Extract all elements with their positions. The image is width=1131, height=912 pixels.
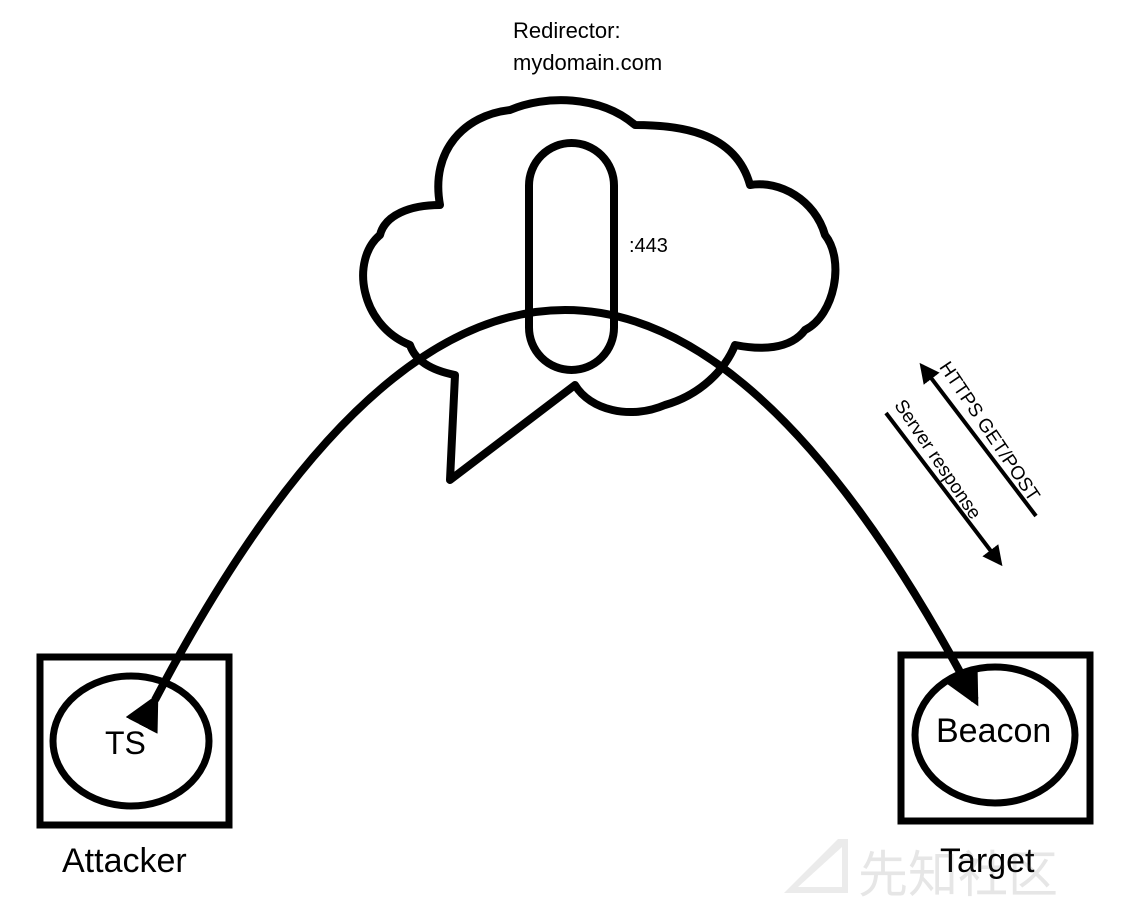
- attacker-box: [36, 653, 233, 829]
- c2-traffic-arc: [125, 306, 979, 734]
- watermark-text: 先知社区: [858, 846, 1058, 904]
- redirector-title: Redirector:: [513, 18, 621, 43]
- redirector-port-label: :443: [629, 235, 668, 257]
- watermark: 先知社区: [780, 835, 1058, 904]
- response-arrow: [884, 411, 1003, 567]
- request-arrow: [919, 362, 1038, 518]
- target-box: [897, 651, 1094, 825]
- target-caption: Target: [940, 842, 1035, 880]
- redirector-port-pill: [525, 139, 618, 374]
- redirector-cloud: [359, 96, 840, 484]
- teamserver-ellipse: [49, 672, 213, 810]
- beacon-label: Beacon: [936, 712, 1052, 750]
- redirector-host: mydomain.com: [513, 50, 663, 75]
- attacker-caption: Attacker: [62, 842, 187, 880]
- watermark-logo-icon: [784, 839, 848, 893]
- beacon-ellipse: [911, 663, 1079, 807]
- teamserver-label: TS: [105, 725, 146, 761]
